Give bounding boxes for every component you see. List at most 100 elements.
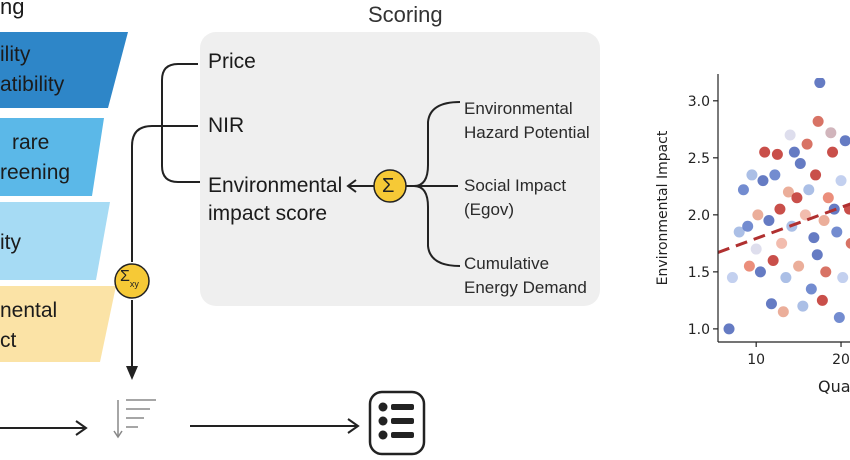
scatter-point-13: [782, 186, 794, 198]
scatter-point-17: [835, 175, 847, 187]
x-axis-label: Qua: [818, 377, 850, 396]
funnel-stage-1-label: ility atibility: [0, 40, 120, 100]
scatter-point-46: [803, 184, 815, 196]
scatter-point-20: [742, 220, 754, 232]
scatter-point-1: [723, 323, 735, 335]
scatter-point-4: [784, 129, 796, 141]
funnel-stage-3-shape: [0, 202, 110, 280]
component-2-line-2: (Egov): [464, 200, 515, 219]
criterion-price: Price: [208, 50, 256, 73]
scatter-point-2: [812, 115, 824, 127]
funnel-stage-1-line-2: atibility: [0, 73, 65, 96]
funnel-stage-4-line-2: ct: [0, 329, 17, 352]
y-tick-label-3: 2.5: [688, 151, 710, 167]
scatter-point-19: [733, 226, 745, 238]
scatter-point-51: [788, 146, 800, 158]
scatter-point-0: [814, 78, 826, 89]
scatter-point-45: [791, 192, 803, 204]
scatter-point-25: [799, 209, 811, 221]
scatter-point-11: [746, 169, 758, 181]
sum-circle: [373, 169, 407, 203]
scoring-title: Scoring: [368, 2, 443, 27]
scatter-point-33: [767, 254, 779, 266]
scatter-point-14: [794, 158, 806, 170]
scatter-point-36: [805, 283, 817, 295]
criterion-nir: NIR: [208, 114, 245, 137]
scatter-point-23: [774, 203, 786, 215]
scatter-point-50: [750, 243, 762, 255]
scatter-points: [718, 78, 850, 335]
funnel-stage-3-label: ity: [0, 231, 21, 254]
scatter-point-10: [737, 184, 749, 196]
scatter-point-37: [820, 266, 832, 278]
scatter-point-40: [777, 306, 789, 318]
scatter-point-39: [765, 298, 777, 310]
scatter-point-12: [757, 175, 769, 187]
funnel-stage-4-line-1: nental: [0, 299, 58, 322]
scatter-point-28: [831, 226, 843, 238]
x-tick-label-0: 10: [747, 352, 765, 368]
y-tick-label-4: 3.0: [688, 94, 710, 110]
funnel-stage-2-line-2: reening: [0, 161, 71, 184]
scatter-point-47: [776, 237, 788, 249]
sum-xy-main: Σ: [120, 268, 130, 285]
scatter-point-16: [822, 192, 834, 204]
y-tick-label-1: 1.5: [688, 265, 710, 281]
funnel-stage-4-label: nental ct: [0, 296, 57, 356]
scatter-point-41: [797, 300, 809, 312]
component-2-line-1: Social Impact: [464, 176, 567, 195]
scatter-point-3: [825, 127, 837, 139]
scatter-point-15: [810, 169, 822, 181]
scatter-point-48: [811, 249, 823, 261]
scatter-point-7: [759, 146, 771, 158]
scatter-point-35: [793, 260, 805, 272]
criterion-env-line-2: impact score: [208, 202, 328, 225]
bottom-mid-arrowhead: [347, 418, 360, 434]
scatter-point-22: [763, 215, 775, 227]
funnel-stage-2-line-1: rare: [12, 131, 50, 154]
funnel-stage-2-label: rare reening: [0, 128, 70, 188]
component-social-impact: Social Impact (Egov): [464, 174, 566, 222]
scatter-point-26: [808, 232, 820, 244]
component-1-line-2: Hazard Potential: [464, 123, 590, 142]
sum-xy-symbol: Σxy: [120, 266, 139, 295]
scatter-point-44: [769, 169, 781, 181]
funnel-stage-1-shape: [0, 32, 128, 108]
funnel-stage-1-line-1: ility: [0, 43, 31, 66]
funnel-stage-4-shape: [0, 286, 116, 362]
scatter-point-27: [818, 215, 830, 227]
component-3-line-1: Cumulative: [464, 254, 550, 273]
sum-to-env-arrowhead: [346, 179, 357, 193]
scatter-point-42: [816, 294, 828, 306]
scatter-point-6: [839, 135, 850, 147]
component-energy-demand: Cumulative Energy Demand: [464, 252, 587, 300]
ranked-list-icon: [368, 390, 426, 456]
trend-line: [718, 202, 850, 254]
scatter-point-34: [780, 272, 792, 284]
scatter-point-5: [801, 138, 813, 150]
component-hazard-potential: Environmental Hazard Potential: [464, 97, 590, 145]
criteria-brace: [161, 63, 200, 183]
nir-connector: [131, 125, 198, 262]
nir-down-arrowhead: [126, 366, 138, 380]
sum-xy-circle: [114, 263, 150, 299]
sum-xy-subscript: xy: [129, 279, 139, 289]
x-tick-label-1: 20: [832, 352, 850, 368]
sum-symbol: Σ: [382, 175, 395, 197]
scatter-point-8: [771, 148, 783, 160]
y-axis-label: Environmental Impact: [655, 130, 671, 285]
scatter-point-21: [752, 209, 764, 221]
sort-descending-icon: [113, 399, 156, 439]
scatter-point-31: [743, 260, 755, 272]
component-3-line-2: Energy Demand: [464, 278, 587, 297]
funnel-stage-2-shape: [0, 118, 104, 196]
scoring-box: [200, 32, 600, 306]
component-1-line-1: Environmental: [464, 99, 573, 118]
scatter-point-30: [726, 272, 738, 284]
funnel-heading: ng: [0, 0, 25, 19]
scatter-point-38: [837, 272, 849, 284]
